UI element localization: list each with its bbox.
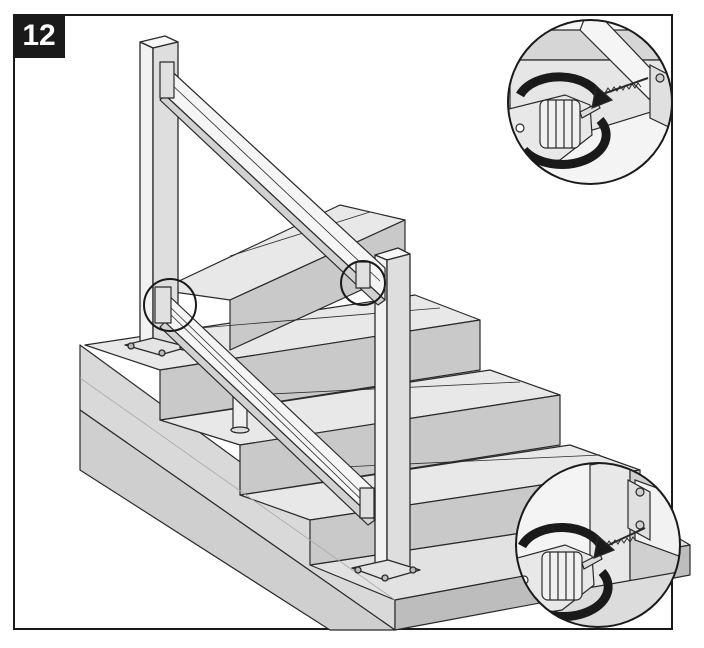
right-post	[351, 247, 421, 582]
top-rail-bracket-left	[159, 61, 175, 99]
top-rail	[159, 61, 386, 306]
drill-screw-icon	[508, 94, 601, 166]
right-post-base-plate	[351, 559, 421, 581]
top-rail-bracket-right	[355, 261, 371, 289]
step-number-badge: 12	[13, 14, 65, 58]
callout-ring-upper	[340, 260, 386, 306]
left-post	[124, 35, 189, 357]
bottom-rail	[154, 286, 376, 526]
stair-side-wall-lower	[79, 409, 396, 631]
bottom-rail-bracket-left	[154, 286, 172, 324]
upper-detail-inset	[507, 19, 673, 185]
mid-support-post	[230, 394, 250, 434]
callout-ring-lower	[143, 278, 197, 332]
clockwise-arrow-icon	[516, 72, 614, 169]
bottom-rail-bracket-right	[359, 487, 375, 519]
